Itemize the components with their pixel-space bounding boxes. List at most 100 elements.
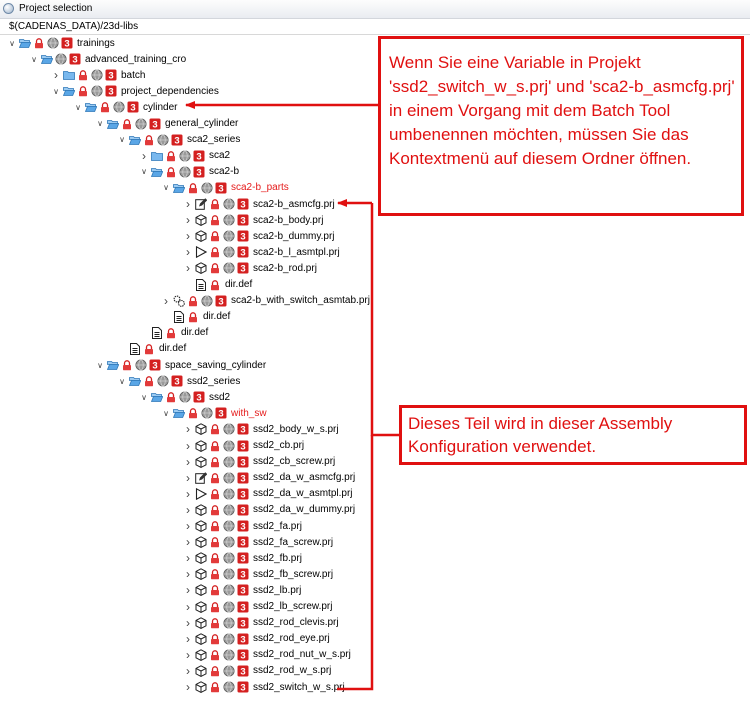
chevron-right-icon[interactable]: › — [186, 502, 190, 517]
chevron-down-icon[interactable]: ∨ — [75, 102, 81, 112]
chevron-down-icon[interactable]: ∨ — [9, 38, 15, 48]
globe-icon — [179, 150, 193, 162]
chevron-right-icon[interactable]: › — [186, 615, 190, 630]
chevron-down-icon[interactable]: ∨ — [119, 376, 125, 386]
chevron-right-icon[interactable]: › — [186, 647, 190, 662]
tree-row-label: ssd2_cb_screw.prj — [253, 456, 336, 468]
chevron-down-icon[interactable]: ∨ — [53, 86, 59, 96]
chevron-right-icon[interactable]: › — [186, 454, 190, 469]
chevron-down-icon[interactable]: ∨ — [97, 360, 103, 370]
chevron-right-icon[interactable]: › — [186, 519, 190, 533]
globe-icon — [223, 504, 237, 516]
folder-open-icon — [129, 375, 143, 387]
globe-icon — [55, 53, 69, 65]
lock-icon — [33, 37, 47, 49]
chevron-right-icon[interactable]: › — [186, 422, 190, 437]
chevron-down-icon[interactable]: ∨ — [97, 119, 103, 128]
chevron-right-icon[interactable]: › — [186, 663, 190, 678]
tree-row[interactable]: dir.def — [161, 309, 230, 325]
tree-row[interactable]: dir.def — [139, 325, 208, 341]
chevron-down-icon[interactable]: ∨ — [141, 392, 147, 402]
chevron-right-icon[interactable]: › — [186, 583, 190, 598]
chevron-right-icon[interactable]: › — [186, 631, 190, 646]
chevron-right-icon[interactable]: › — [186, 213, 190, 228]
chevron-down-icon[interactable]: ∨ — [141, 167, 147, 177]
chevron-right-icon[interactable]: › — [54, 68, 58, 83]
tree-row[interactable]: dir.def — [117, 341, 186, 357]
lock-icon — [209, 246, 223, 258]
badge-3-icon: 3 — [149, 359, 163, 371]
chevron-down-icon[interactable]: ∨ — [119, 135, 125, 145]
chevron-right-icon[interactable]: › — [186, 229, 190, 244]
chevron-right-icon[interactable]: › — [186, 197, 190, 211]
chevron-right-icon[interactable]: › — [164, 293, 168, 308]
part-cube-icon — [195, 230, 209, 243]
globe-icon — [223, 198, 237, 210]
globe-icon — [223, 423, 237, 435]
badge-3-icon: 3 — [237, 423, 251, 435]
chevron-right-icon[interactable]: › — [142, 148, 146, 163]
folder-icon — [63, 69, 77, 81]
svg-text:3: 3 — [240, 264, 245, 274]
svg-text:3: 3 — [196, 151, 201, 161]
chevron-right-icon[interactable]: › — [186, 486, 190, 501]
assembly-config-icon — [195, 198, 209, 210]
chevron-right-icon[interactable]: › — [186, 599, 190, 614]
chevron-down-icon[interactable]: ∨ — [163, 183, 169, 193]
chevron-right-icon[interactable]: › — [186, 261, 190, 276]
tree-row[interactable]: dir.def — [183, 277, 252, 293]
chevron-right-icon[interactable]: › — [186, 245, 190, 260]
globe-icon — [223, 584, 237, 596]
chevron-right-icon[interactable]: › — [186, 680, 190, 694]
chevron-down-icon[interactable]: ∨ — [163, 408, 169, 418]
chevron-right-icon[interactable]: › — [186, 535, 190, 550]
chevron-right-icon[interactable]: › — [186, 470, 190, 485]
tree-row-label: ssd2_da_w_asmtpl.prj — [253, 488, 353, 500]
chevron-right-icon[interactable]: › — [186, 551, 190, 566]
chevron-right-icon[interactable]: › — [186, 438, 190, 453]
lock-icon — [209, 601, 223, 613]
chevron-down-icon[interactable]: ∨ — [31, 54, 37, 64]
part-cube-icon — [195, 649, 209, 661]
chevron-right-icon[interactable]: › — [186, 567, 190, 582]
tree-row-label: ssd2 — [209, 391, 231, 403]
